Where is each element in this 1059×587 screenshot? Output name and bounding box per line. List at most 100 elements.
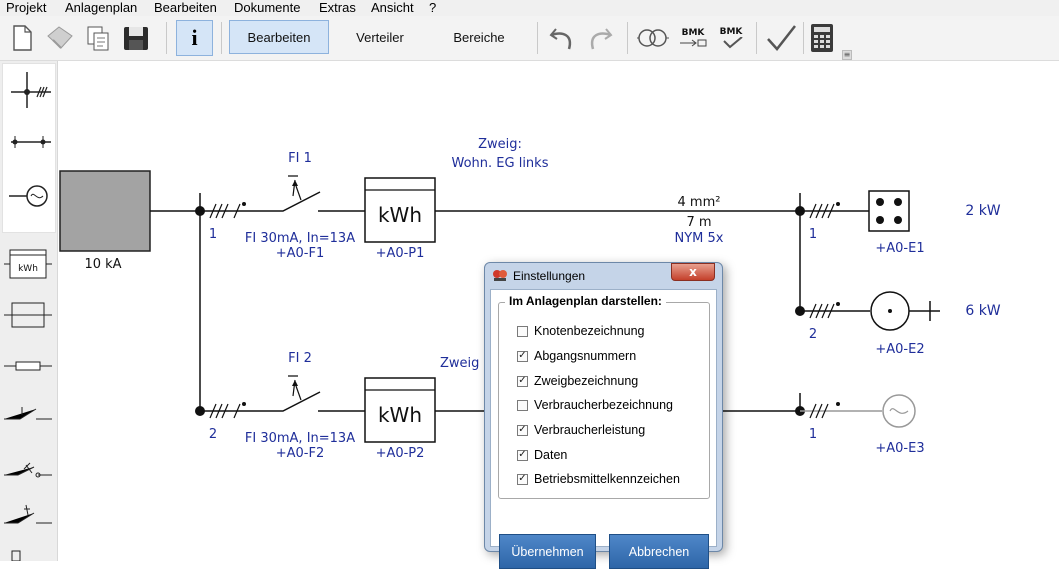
new-document-button[interactable] (8, 16, 36, 60)
palette-item-meter[interactable]: kWh (4, 244, 52, 284)
option-row[interactable]: Knotenbezeichnung (517, 323, 645, 339)
palette-item-more[interactable] (4, 547, 52, 587)
palette-item-switch[interactable] (4, 395, 52, 435)
outlet3-number: 1 (809, 427, 817, 442)
dialog-title: Einstellungen (513, 269, 586, 283)
toolbar-separator (537, 22, 538, 54)
palette-top-panel (2, 63, 56, 233)
consumer-e1[interactable] (868, 190, 910, 232)
option-checkbox[interactable] (517, 325, 528, 337)
save-button[interactable] (120, 16, 152, 60)
symbol-palette: kWh (0, 61, 58, 562)
palette-item-line[interactable] (7, 122, 55, 162)
option-checkbox[interactable]: ✓ (517, 350, 528, 362)
menu-ansicht[interactable]: Ansicht (371, 0, 414, 15)
cable-type: NYM 5x (675, 231, 724, 246)
e1-bmk: +A0-E1 (875, 241, 924, 256)
palette-item-fuse[interactable] (4, 346, 52, 386)
menu-bar: Projekt Anlagenplan Bearbeiten Dokumente… (0, 0, 1059, 16)
option-checkbox[interactable]: ✓ (517, 449, 528, 461)
calculator-icon (811, 24, 833, 52)
meter1-bmk: +A0-P1 (376, 246, 425, 261)
option-row[interactable]: ✓Verbraucherleistung (517, 422, 645, 438)
cable-length: 7 m (686, 215, 711, 230)
switch-icon (4, 407, 52, 420)
menu-bearbeiten[interactable]: Bearbeiten (154, 0, 217, 15)
menu-anlagenplan[interactable]: Anlagenplan (65, 0, 138, 15)
meter2[interactable] (364, 377, 436, 443)
option-checkbox[interactable]: ✓ (517, 375, 528, 387)
menu-help[interactable]: ? (429, 0, 437, 15)
open-button[interactable] (44, 16, 76, 60)
branch2-title-partial: Zweig (440, 356, 479, 371)
cancel-button[interactable]: Abbrechen (609, 534, 709, 569)
dialog-close-button[interactable]: x (671, 263, 715, 281)
meter2-bmk: +A0-P2 (376, 446, 425, 461)
option-label: Zweigbezeichnung (534, 374, 639, 388)
palette-item-node-multi[interactable] (7, 70, 55, 110)
meter2-label: kWh (378, 403, 422, 427)
option-row[interactable]: ✓ Daten (517, 447, 567, 463)
close-icon: x (689, 265, 697, 279)
palette-item-breaker[interactable] (4, 449, 52, 489)
menu-dokumente[interactable]: Dokumente (234, 0, 301, 15)
meter1-label: kWh (378, 203, 422, 227)
bmk-assign-label: BMK (681, 28, 705, 38)
tab-bearbeiten[interactable]: Bearbeiten (229, 20, 329, 54)
branch1-line[interactable] (200, 191, 365, 212)
toolbar-separator (166, 22, 167, 54)
option-checkbox[interactable]: ✓ (517, 473, 528, 485)
dialog-body: Im Anlagenplan darstellen: Knotenbezeich… (490, 289, 717, 569)
bmk-check-button[interactable]: BMK (713, 16, 749, 60)
option-row[interactable]: ✓ Zweigbezeichnung (517, 373, 638, 389)
option-checkbox[interactable]: ✓ (517, 424, 528, 436)
tab-bereiche[interactable]: Bereiche (453, 29, 505, 45)
cable-cross-section: 4 mm² (678, 195, 721, 210)
box-icon (4, 302, 52, 328)
tab-verteiler[interactable]: Verteiler (356, 29, 404, 45)
check-button[interactable] (762, 16, 800, 60)
supply-block[interactable] (59, 170, 151, 252)
info-icon: i (191, 25, 198, 50)
diagram-canvas[interactable]: 10 kA 1 2 FI 1 FI 30mA, In=13A +A0-F1 kW… (58, 61, 1059, 561)
consumer-e3[interactable] (882, 394, 916, 428)
fi2-bmk: +A0-F2 (276, 446, 325, 461)
toolbar-separator (756, 22, 757, 54)
option-row[interactable]: ✓ Abgangsnummern (517, 348, 636, 364)
generator-icon (9, 185, 48, 207)
phases-button[interactable] (635, 16, 671, 60)
node1-number: 1 (209, 227, 217, 242)
arrow-right-icon (680, 39, 707, 47)
option-row[interactable]: Verbraucherbezeichnung (517, 397, 673, 413)
line-nodes-icon (11, 136, 51, 148)
bmk-assign-button[interactable]: BMK (675, 16, 711, 60)
redo-button[interactable] (583, 16, 617, 60)
outlet1-number: 1 (809, 227, 817, 242)
copy-button[interactable] (84, 16, 112, 60)
menu-projekt[interactable]: Projekt (6, 0, 47, 15)
open-icon (47, 26, 73, 49)
option-label: Verbraucherbezeichnung (534, 398, 673, 412)
palette-item-generator[interactable] (7, 176, 55, 216)
option-checkbox[interactable] (517, 399, 528, 411)
info-button[interactable]: i (176, 20, 213, 56)
branch2-line[interactable] (200, 391, 365, 412)
palette-item-rcd[interactable] (4, 497, 52, 537)
fi2-label: FI 2 (288, 351, 312, 366)
option-label: Abgangsnummern (534, 349, 637, 363)
e2-bmk: +A0-E2 (875, 342, 924, 357)
calculator-button[interactable] (806, 16, 838, 60)
fi2-description: FI 30mA, In=13A (245, 431, 355, 446)
option-label: Daten (534, 448, 568, 462)
redo-icon (590, 28, 613, 50)
meter1[interactable] (364, 177, 436, 243)
save-icon (124, 27, 148, 50)
option-row[interactable]: ✓Betriebsmittelkennzeichen (517, 471, 680, 487)
undo-button[interactable] (545, 16, 579, 60)
breaker-icon (4, 462, 52, 478)
palette-item-box[interactable] (4, 295, 52, 335)
menu-extras[interactable]: Extras (319, 0, 356, 15)
outlet2-number: 2 (809, 327, 817, 342)
apply-button[interactable]: Übernehmen (499, 534, 596, 569)
toolbar-overflow-grip[interactable]: ≡ (842, 50, 852, 60)
